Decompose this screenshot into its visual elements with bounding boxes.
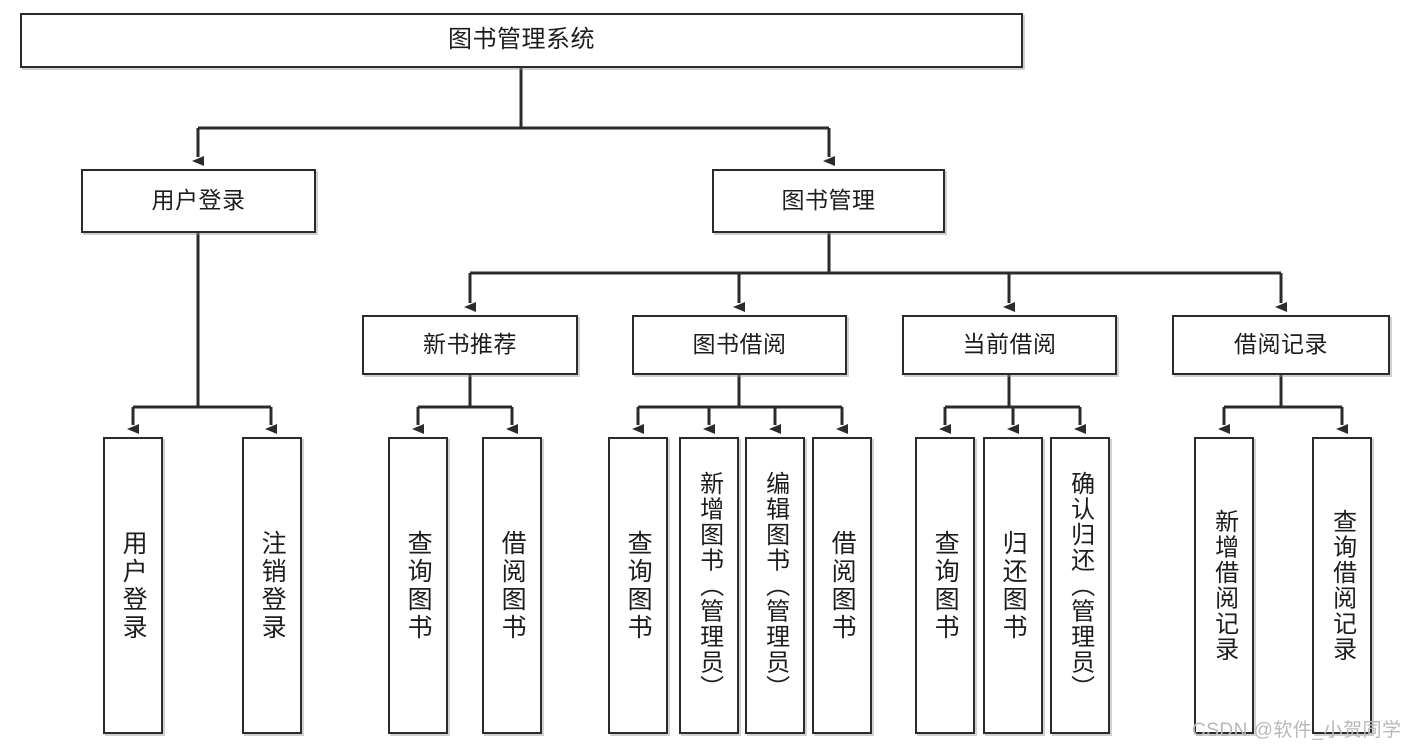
node-borrow-record[interactable]: 借阅记录: [1172, 315, 1390, 375]
node-new-book-recommend[interactable]: 新书推荐: [362, 315, 578, 375]
node-leaf-edit-book[interactable]: 编辑图书（管理员）: [745, 437, 805, 734]
node-book-borrow[interactable]: 图书借阅: [632, 315, 847, 375]
node-label: 查询图书: [404, 529, 433, 642]
node-label: 当前借阅: [962, 331, 1057, 358]
node-label: 图书管理系统: [448, 26, 595, 54]
node-leaf-borrow-book-2[interactable]: 借阅图书: [812, 437, 872, 734]
node-label: 注销登录: [258, 529, 287, 642]
node-label: 用户登录: [119, 529, 148, 642]
watermark: CSDN @软件_小贺同学: [1192, 720, 1402, 741]
node-root-system[interactable]: 图书管理系统: [20, 13, 1023, 68]
node-label: 新增图书（管理员）: [695, 470, 723, 701]
node-user-login[interactable]: 用户登录: [81, 169, 316, 233]
node-leaf-add-record[interactable]: 新增借阅记录: [1194, 437, 1254, 734]
node-leaf-query-book-2[interactable]: 查询图书: [608, 437, 668, 734]
node-label: 图书管理: [781, 187, 876, 214]
node-leaf-query-book-3[interactable]: 查询图书: [915, 437, 975, 734]
node-label: 借阅图书: [828, 529, 857, 642]
node-label: 归还图书: [999, 529, 1028, 642]
node-label: 新增借阅记录: [1210, 509, 1238, 662]
node-label: 查询借阅记录: [1328, 509, 1356, 662]
node-leaf-logout[interactable]: 注销登录: [242, 437, 302, 734]
node-label: 查询图书: [624, 529, 653, 642]
node-leaf-add-book[interactable]: 新增图书（管理员）: [679, 437, 739, 734]
node-label: 借阅记录: [1234, 331, 1328, 358]
node-book-manage[interactable]: 图书管理: [712, 169, 945, 233]
node-label: 确认归还（管理员）: [1066, 470, 1094, 701]
node-label: 图书借阅: [692, 331, 787, 358]
node-leaf-query-book-1[interactable]: 查询图书: [388, 437, 448, 734]
node-leaf-borrow-book-1[interactable]: 借阅图书: [482, 437, 542, 734]
node-label: 用户登录: [151, 187, 246, 214]
node-leaf-return-book[interactable]: 归还图书: [983, 437, 1043, 734]
node-leaf-user-login[interactable]: 用户登录: [103, 437, 163, 734]
node-current-borrow[interactable]: 当前借阅: [902, 315, 1117, 375]
node-label: 查询图书: [931, 529, 960, 642]
node-label: 编辑图书（管理员）: [761, 470, 789, 701]
node-leaf-confirm-return[interactable]: 确认归还（管理员）: [1050, 437, 1110, 734]
node-leaf-query-record[interactable]: 查询借阅记录: [1312, 437, 1372, 734]
node-label: 借阅图书: [498, 529, 527, 642]
node-label: 新书推荐: [423, 331, 517, 358]
